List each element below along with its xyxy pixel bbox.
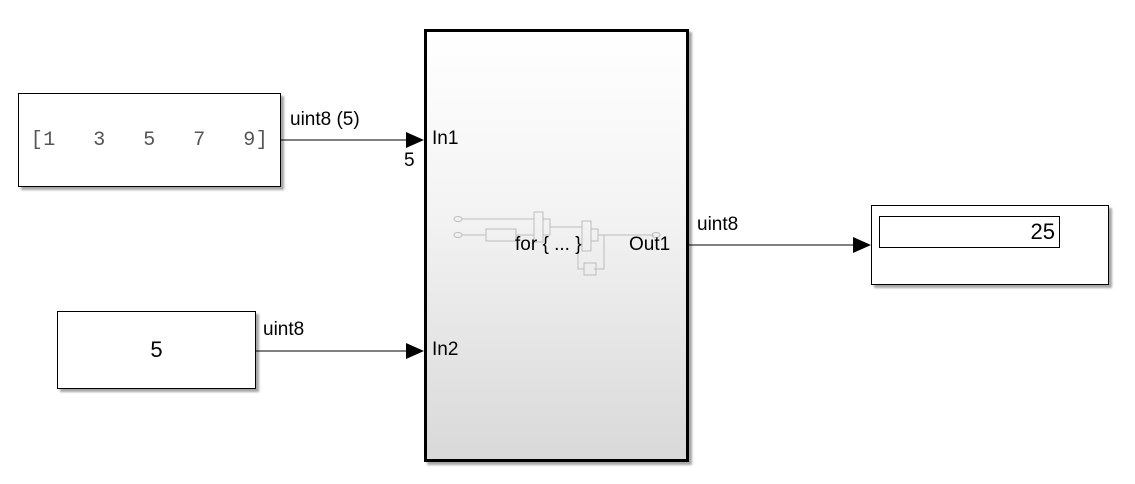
port-width-label-in1: 5 bbox=[404, 150, 415, 171]
signal-label-vector: uint8 (5) bbox=[290, 109, 360, 130]
constant-vector-value: [1 3 5 7 9] bbox=[30, 128, 269, 152]
subsystem-contents-thumbnail bbox=[453, 211, 661, 276]
signal-label-scalar: uint8 bbox=[263, 319, 305, 340]
arrowhead-in1 bbox=[406, 132, 424, 148]
signal-label-output: uint8 bbox=[697, 214, 739, 235]
port-label-in2: In2 bbox=[432, 339, 459, 360]
port-label-out1: Out1 bbox=[629, 234, 671, 255]
constant-vector-block[interactable]: [1 3 5 7 9] bbox=[18, 93, 281, 187]
port-label-in1: In1 bbox=[432, 128, 459, 149]
subsystem-mask-text: for { ... } bbox=[515, 234, 582, 255]
constant-scalar-block[interactable]: 5 bbox=[57, 311, 256, 389]
display-value: 25 bbox=[879, 216, 1060, 248]
arrowhead-display bbox=[853, 237, 871, 253]
for-iterator-subsystem-block[interactable] bbox=[424, 29, 689, 462]
constant-scalar-value: 5 bbox=[150, 337, 163, 362]
display-block[interactable]: 25 bbox=[871, 205, 1109, 285]
arrowhead-in2 bbox=[406, 343, 424, 359]
